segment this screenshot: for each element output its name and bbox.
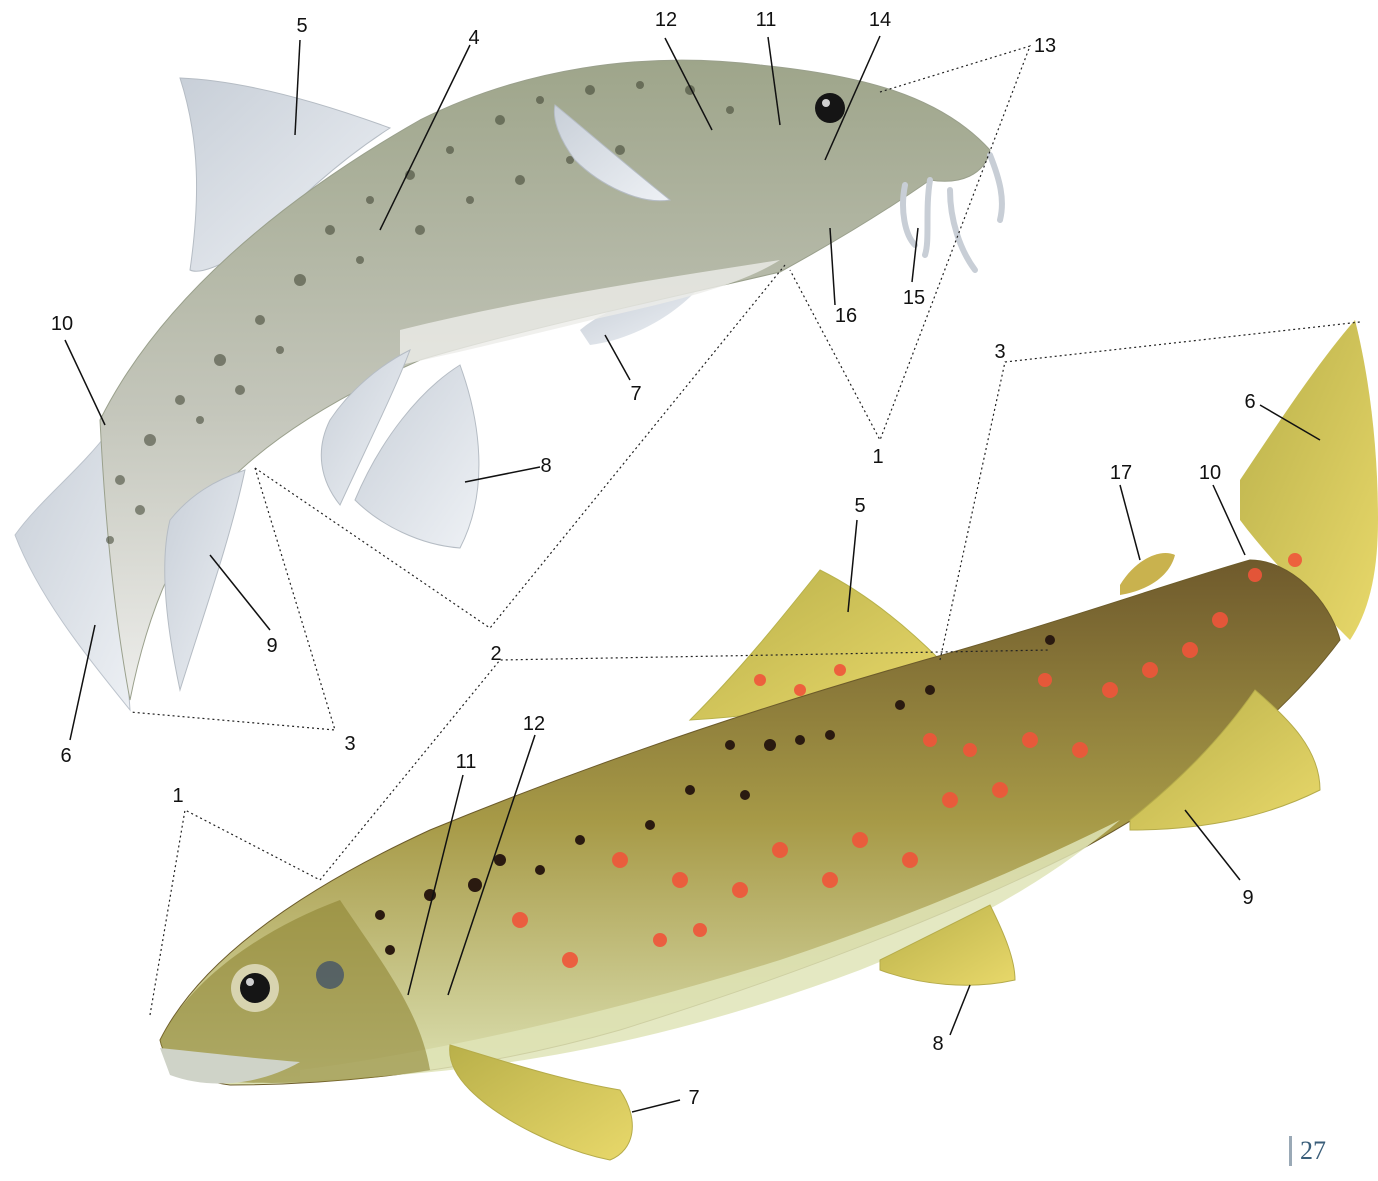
label-7-trout: 7: [688, 1087, 699, 1109]
trout-pectoral-fin: [450, 1045, 633, 1160]
label-10-trout: 10: [1199, 462, 1221, 484]
label-12-barbel: 12: [655, 9, 677, 31]
label-8-barbel: 8: [540, 455, 551, 477]
label-3-trout: 3: [994, 341, 1005, 363]
label-13-barbel: 13: [1034, 35, 1056, 57]
label-14-barbel: 14: [869, 9, 891, 31]
label-10-barbel: 10: [51, 313, 73, 335]
label-9-trout: 9: [1242, 887, 1253, 909]
label-11-barbel: 11: [756, 9, 777, 31]
page-number: 27: [1289, 1136, 1326, 1166]
label-8-trout: 8: [932, 1033, 943, 1055]
label-6-barbel: 6: [60, 745, 71, 767]
label-5-trout: 5: [854, 495, 865, 517]
label-4-barbel: 4: [468, 27, 479, 49]
label-1-trout: 1: [172, 785, 183, 807]
label-5-barbel: 5: [296, 15, 307, 37]
label-2: 2: [490, 643, 501, 665]
barbel-eye: [815, 93, 845, 123]
label-7-barbel: 7: [630, 383, 641, 405]
label-16-barbel: 16: [835, 305, 857, 327]
label-17-trout: 17: [1110, 462, 1132, 484]
label-6-trout: 6: [1244, 391, 1255, 413]
label-11-trout: 11: [456, 751, 477, 773]
trout-opercle-spot: [316, 961, 344, 989]
label-3-barbel: 3: [344, 733, 355, 755]
label-1-barbel: 1: [872, 446, 883, 468]
label-12-trout: 12: [523, 713, 545, 735]
label-15-barbel: 15: [903, 287, 925, 309]
label-9-barbel: 9: [266, 635, 277, 657]
